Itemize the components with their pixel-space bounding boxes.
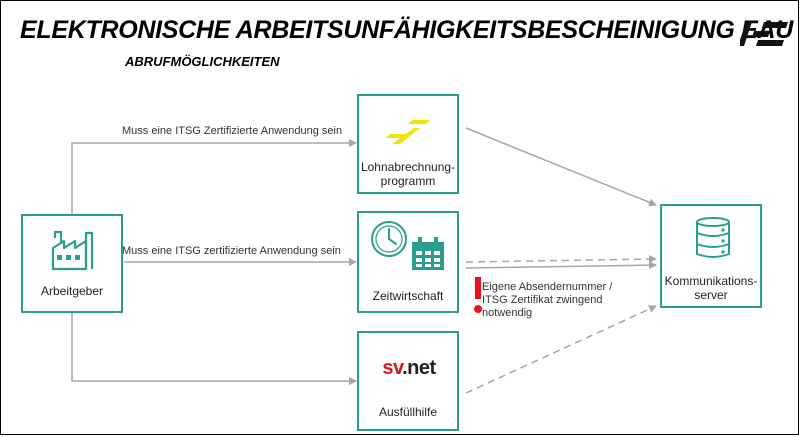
svnet-logo-sv: sv [382,357,403,379]
calendar-icon [412,237,444,270]
clock-icon [371,221,407,257]
edge-zeit-server-dashed [465,255,657,264]
node-label-ausfuellhilfe: Ausfüllhilfe [378,405,438,419]
svnet-logo-icon: sv.net [379,357,439,379]
node-ausfuellhilfe: sv.net Ausfüllhilfe [357,331,459,431]
edge-label-lohn: Muss eine ITSG Zertifizierte Anwendung s… [122,125,343,137]
edge-lohn-server [465,127,657,207]
node-kommunikationsserver: Kommunikations- server [660,204,762,308]
edge-arbeitgeber-ausfuell [71,313,357,385]
node-lohnabrechnung: Lohnabrechnung- programm [357,94,459,194]
edge-label-zeit: Muss eine ITSG zertifizierte Anwendung s… [122,245,341,257]
node-zeitwirtschaft: Zeitwirtschaft [357,211,459,313]
edge-zeit-server-solid [465,261,657,270]
node-label-lohnabrechnung: Lohnabrechnung- programm [360,160,456,188]
page-title: ELEKTRONISCHE ARBEITSUNFÄHIGKEITSBESCHEI… [20,16,794,44]
warning-bar [475,277,481,299]
page-subtitle: ABRUFMÖGLICHKEITEN [125,54,280,69]
node-label-kommunikationsserver: Kommunikations- server [664,274,758,302]
warning-dot [474,305,482,313]
lohn-logo-icon [386,120,430,144]
edge-arbeitgeber-lohn [71,139,357,214]
node-arbeitgeber: Arbeitgeber [21,214,123,313]
svnet-logo-net: .net [402,357,436,379]
node-label-arbeitgeber: Arbeitgeber [40,284,104,298]
edge-ausfuell-server-dashed [465,305,657,394]
company-logo-icon [740,22,788,46]
factory-icon [51,230,94,271]
database-icon [696,217,730,258]
requirement-note: Eigene Absendernummer / ITSG Zertifikat … [482,281,613,319]
node-label-zeitwirtschaft: Zeitwirtschaft [372,289,444,303]
